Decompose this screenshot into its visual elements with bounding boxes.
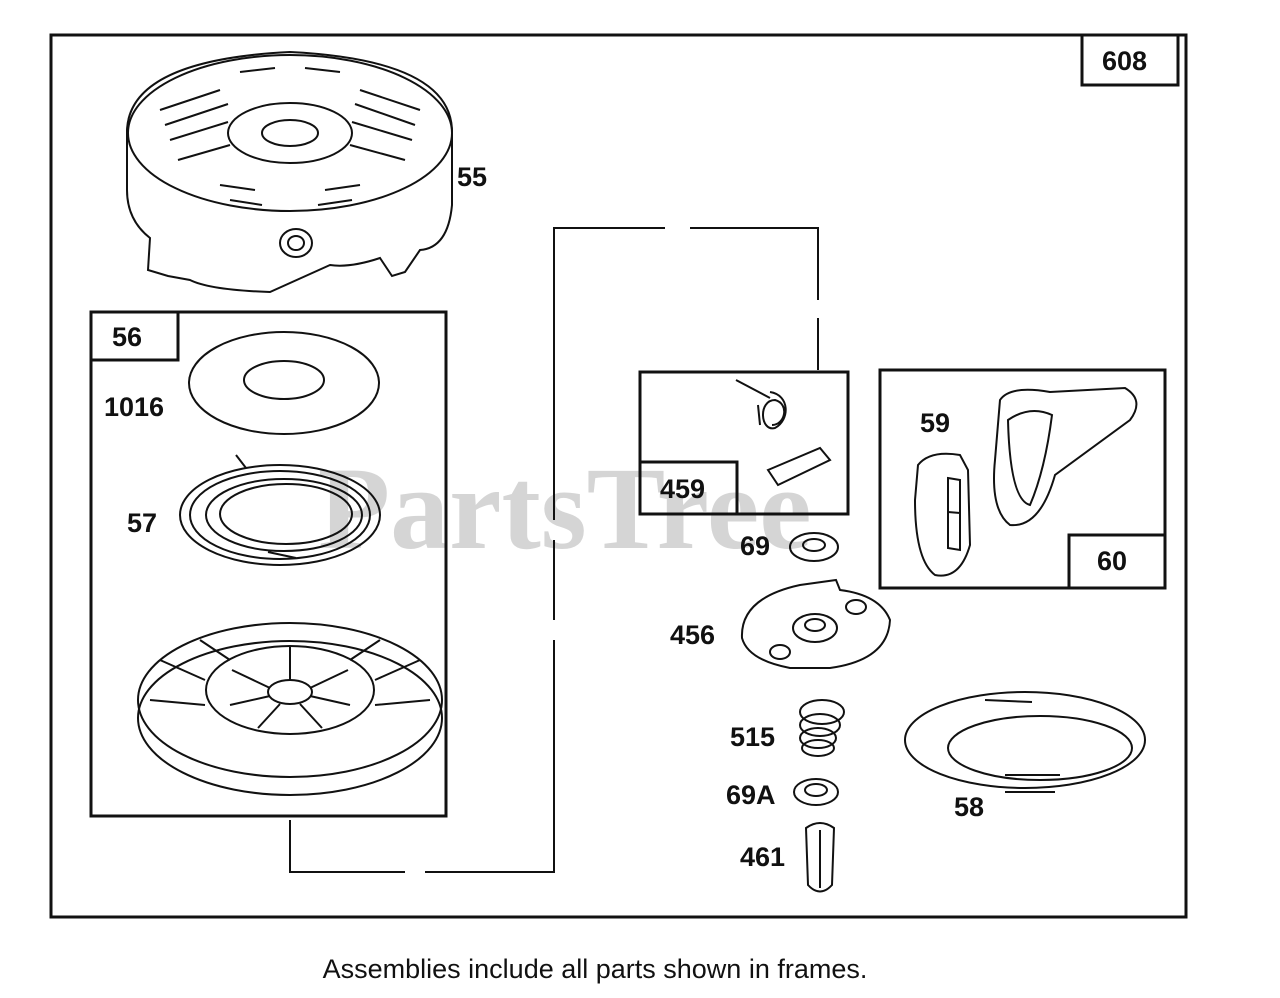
spring-515-part[interactable] [799, 699, 845, 757]
washer-69a-part[interactable] [793, 778, 839, 806]
ratchet-456-part[interactable] [740, 578, 892, 669]
frame-label-459: 459 [660, 474, 705, 504]
label-57: 57 [127, 508, 157, 538]
label-456: 456 [670, 620, 715, 650]
pin-461-part[interactable] [804, 822, 836, 893]
frame-label-box-56 [89, 310, 180, 362]
handle-kit-frame [878, 368, 1167, 590]
watermark: PartsTree [318, 443, 812, 574]
outer-frame [49, 33, 1188, 919]
spring-57-part[interactable] [179, 454, 381, 566]
label-58: 58 [954, 792, 984, 822]
washer-69-part[interactable] [789, 532, 839, 562]
pulley-part[interactable] [137, 622, 443, 796]
handle-insert-59-part[interactable] [913, 452, 972, 577]
pawl-spring-part[interactable] [735, 379, 832, 487]
frame-label-56: 56 [112, 322, 142, 352]
frame-label-box-60 [1067, 533, 1167, 590]
rope-58-part[interactable] [904, 691, 1146, 793]
pawl-kit-frame [638, 370, 850, 516]
housing-part[interactable] [126, 50, 453, 294]
label-515: 515 [730, 722, 775, 752]
label-55: 55 [457, 162, 487, 192]
label-59: 59 [920, 408, 950, 438]
label-69a: 69A [726, 780, 776, 810]
connector-lines [289, 227, 819, 873]
label-1016: 1016 [104, 392, 164, 422]
label-461: 461 [740, 842, 785, 872]
frame-label-box-459 [638, 460, 739, 516]
washer-1016-part[interactable] [188, 331, 380, 435]
rewind-assembly-frame [89, 310, 448, 818]
rope-handle-part[interactable] [993, 386, 1138, 527]
frame-label-box-608 [1080, 33, 1180, 87]
label-69: 69 [740, 531, 770, 561]
frame-label-608: 608 [1102, 46, 1147, 76]
frame-label-60: 60 [1097, 546, 1127, 576]
diagram-caption: Assemblies include all parts shown in fr… [322, 954, 868, 984]
